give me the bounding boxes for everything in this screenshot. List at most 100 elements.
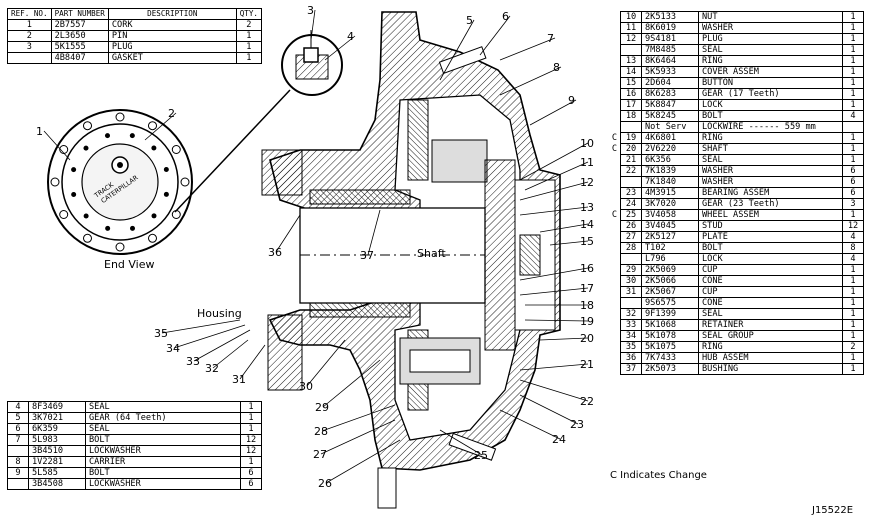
shaft-label: Shaft bbox=[417, 247, 446, 260]
callout-leader-line bbox=[239, 344, 266, 380]
callout-leader-line bbox=[324, 35, 356, 61]
callout-number: 28 bbox=[314, 425, 328, 438]
description: BUSHING bbox=[698, 363, 843, 375]
callout-number: 34 bbox=[166, 342, 180, 355]
end-view-bolt bbox=[115, 242, 125, 252]
callout-number: 14 bbox=[580, 218, 594, 231]
callout-number: 13 bbox=[580, 201, 594, 214]
description: LOCKWASHER bbox=[85, 478, 241, 490]
callout-number: 15 bbox=[580, 235, 594, 248]
callout-number: 24 bbox=[552, 433, 566, 446]
callout-number: 12 bbox=[580, 176, 594, 189]
end-view-inner-bolt bbox=[151, 145, 157, 151]
callout-number: 17 bbox=[580, 282, 594, 295]
table-header-row: REF. NO. PART NUMBER DESCRIPTION QTY. bbox=[7, 8, 263, 20]
quantity: 4 bbox=[842, 253, 864, 265]
part-number: 4B8407 bbox=[50, 52, 109, 64]
callout-leader-line bbox=[519, 206, 589, 216]
change-indicator: C bbox=[611, 209, 617, 220]
end-view-bolt bbox=[148, 233, 157, 243]
end-view-inner-bolt bbox=[151, 213, 157, 219]
callout-number: 5 bbox=[466, 14, 473, 27]
callout-leader-line bbox=[519, 181, 589, 201]
callout-leader-line bbox=[539, 223, 589, 233]
callout-leader-line bbox=[439, 429, 483, 456]
callout-leader-line bbox=[524, 161, 589, 191]
quantity: 6 bbox=[842, 187, 864, 199]
end-view-inner-bolt bbox=[129, 133, 135, 139]
callout-number: 16 bbox=[580, 262, 594, 275]
callout-leader-line bbox=[479, 15, 511, 56]
end-view-bolt bbox=[59, 210, 69, 219]
plug-detail-drawing bbox=[174, 30, 343, 213]
quantity: 6 bbox=[240, 478, 262, 490]
end-view-inner-bolt bbox=[163, 191, 169, 197]
callout-leader-line bbox=[499, 37, 556, 61]
callout-number: 37 bbox=[360, 249, 374, 262]
part-number: 2K5073 bbox=[641, 363, 699, 375]
callout-number: 19 bbox=[580, 315, 594, 328]
callout-number: 31 bbox=[232, 373, 246, 386]
end-view-inner-bolt bbox=[83, 145, 89, 151]
callout-leader-line bbox=[320, 419, 396, 455]
callout-leader-line bbox=[519, 379, 589, 402]
end-view-drawing: TRACK CATERPILLAR bbox=[47, 109, 193, 255]
change-indicator: C bbox=[611, 132, 617, 143]
end-view-label: End View bbox=[104, 258, 155, 271]
change-note: C Indicates Change bbox=[610, 470, 707, 481]
quantity: 1 bbox=[842, 44, 864, 56]
callout-leader-line bbox=[519, 394, 579, 425]
callout-leader-line bbox=[499, 409, 561, 440]
end-view-inner-bolt bbox=[163, 166, 169, 172]
callout-leader-line bbox=[367, 209, 381, 256]
callout-leader-line bbox=[310, 9, 316, 41]
quantity: 6 bbox=[842, 176, 864, 188]
callout-leader-line bbox=[325, 439, 401, 484]
callout-number: 3 bbox=[307, 4, 314, 17]
figure-id: J15522E bbox=[812, 505, 854, 516]
end-view-inner-bolt bbox=[104, 133, 110, 139]
callout-number: 4 bbox=[347, 30, 354, 43]
end-view-bolt bbox=[115, 112, 125, 122]
callout-leader-line bbox=[499, 66, 562, 96]
end-view-inner-bolt bbox=[71, 167, 77, 173]
callout-number: 27 bbox=[313, 448, 327, 461]
callout-number: 36 bbox=[268, 246, 282, 259]
change-indicator: C bbox=[611, 143, 617, 154]
callout-number: 23 bbox=[570, 418, 584, 431]
callout-number: 6 bbox=[502, 10, 509, 23]
callout-number: 35 bbox=[154, 327, 168, 340]
final-drive-section-drawing bbox=[261, 11, 561, 509]
callout-number: 7 bbox=[547, 32, 554, 45]
callout-number: 1 bbox=[36, 125, 43, 138]
quantity: 1 bbox=[235, 52, 263, 64]
callout-number: 11 bbox=[580, 156, 594, 169]
callout-leader-line bbox=[549, 240, 589, 246]
callout-leader-line bbox=[275, 214, 301, 253]
callout-leader-line bbox=[161, 319, 241, 334]
callout-number: 22 bbox=[580, 395, 594, 408]
end-view-bolt bbox=[180, 177, 190, 187]
callout-number: 25 bbox=[474, 449, 488, 462]
callout-leader-line bbox=[144, 112, 177, 141]
end-view-bolt bbox=[148, 121, 157, 131]
callout-leader-line bbox=[306, 339, 346, 387]
callout-number: 10 bbox=[580, 137, 594, 150]
callout-leader-line bbox=[439, 19, 475, 81]
